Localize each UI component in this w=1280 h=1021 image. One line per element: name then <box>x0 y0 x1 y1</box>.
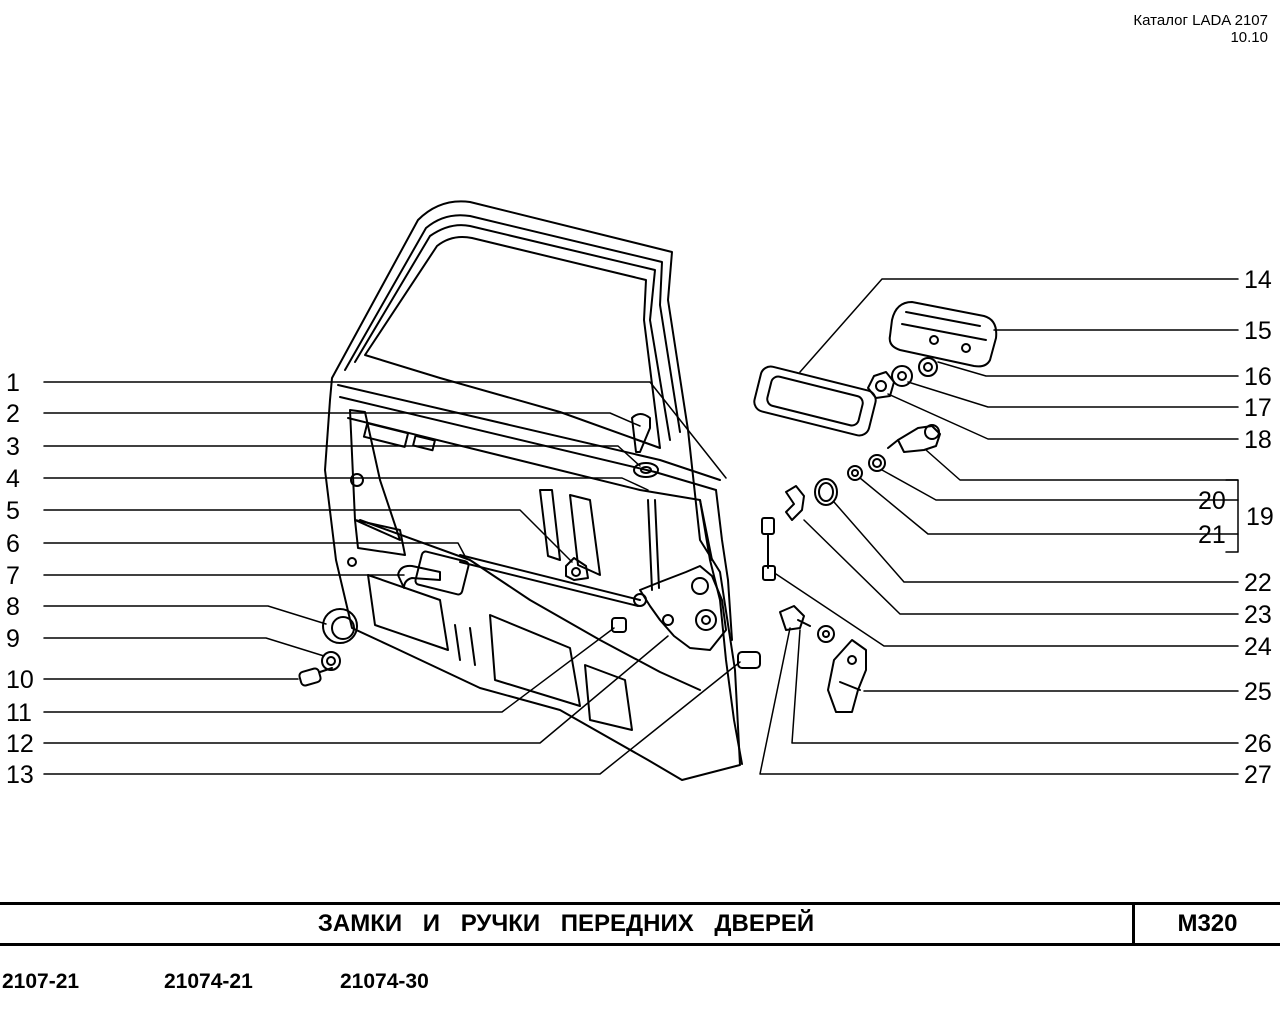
callout-8: 8 <box>6 593 20 621</box>
callout-25: 25 <box>1244 678 1272 706</box>
left-callout-numbers: 1 2 3 4 5 6 7 8 9 10 11 12 13 <box>6 369 34 789</box>
callout-10: 10 <box>6 666 34 694</box>
callout-16: 16 <box>1244 363 1272 391</box>
catalog-header: Каталог LADA 2107 10.10 <box>1133 12 1268 46</box>
callout-14: 14 <box>1244 266 1272 294</box>
part-cylinder-nut <box>868 454 886 472</box>
part-door-lock <box>633 565 727 651</box>
catalog-revision: 10.10 <box>1230 29 1268 46</box>
part-striker <box>827 639 867 713</box>
callout-22: 22 <box>1244 569 1272 597</box>
part-striker-screw <box>779 605 811 631</box>
model-code-1: 2107-21 <box>2 970 80 993</box>
callout-3: 3 <box>6 433 20 461</box>
callout-13: 13 <box>6 761 34 789</box>
page-title: ЗАМКИ И РУЧКИ ПЕРЕДНИХ ДВЕРЕЙ <box>317 910 815 937</box>
part-bolt <box>737 651 761 669</box>
part-button-bushing <box>633 462 659 478</box>
callout-27: 27 <box>1244 761 1272 789</box>
leader-lines <box>43 278 1239 775</box>
part-plug <box>611 617 627 633</box>
part-cylinder-plug <box>847 465 863 481</box>
part-toothed-washer <box>817 625 835 643</box>
callout-17: 17 <box>1244 394 1272 422</box>
title-bar: ЗАМКИ И РУЧКИ ПЕРЕДНИХ ДВЕРЕЙ М320 <box>0 902 1280 946</box>
part-lock-washer <box>891 365 913 387</box>
catalog-name: Каталог LADA 2107 <box>1133 12 1268 29</box>
callout-24: 24 <box>1244 633 1272 661</box>
part-lock-button <box>631 413 651 453</box>
callout-21: 21 <box>1198 521 1226 549</box>
callout-15: 15 <box>1244 317 1272 345</box>
part-screw <box>298 667 333 687</box>
callout-7: 7 <box>6 562 20 590</box>
callout-20: 20 <box>1198 487 1226 515</box>
callout-18: 18 <box>1244 426 1272 454</box>
page-code: М320 <box>1177 910 1238 937</box>
model-code-2: 21074-21 <box>164 970 253 993</box>
callout-5: 5 <box>6 497 20 525</box>
callout-23: 23 <box>1244 601 1272 629</box>
callout-19: 19 <box>1246 503 1274 531</box>
callout-12: 12 <box>6 730 34 758</box>
callout-2: 2 <box>6 400 20 428</box>
part-outer-handle <box>888 301 998 368</box>
part-retaining-clip <box>785 485 805 521</box>
callout-9: 9 <box>6 625 20 653</box>
front-door-drawing <box>324 200 743 781</box>
title-divider <box>1132 905 1135 943</box>
callout-1: 1 <box>6 369 20 397</box>
callout-11: 11 <box>6 699 32 727</box>
model-code-3: 21074-30 <box>340 970 429 993</box>
part-handle-cup <box>322 608 358 644</box>
part-handle-washer <box>918 357 938 377</box>
part-lock-cylinder <box>887 424 941 453</box>
part-washer <box>321 651 341 671</box>
callout-4: 4 <box>6 465 20 493</box>
callout-6: 6 <box>6 530 20 558</box>
part-handle-gasket <box>753 365 877 437</box>
part-clip <box>565 557 589 581</box>
callout-26: 26 <box>1244 730 1272 758</box>
part-nut <box>867 371 895 399</box>
part-lock-link <box>761 517 776 581</box>
part-o-ring <box>814 478 838 506</box>
door-locks-diagram: 1 2 3 4 5 6 7 8 9 10 11 12 13 14 15 16 1… <box>6 200 1274 789</box>
part-inner-lever <box>397 550 470 596</box>
right-callout-numbers: 14 15 16 17 18 20 21 19 22 23 24 25 26 2… <box>1198 266 1274 789</box>
